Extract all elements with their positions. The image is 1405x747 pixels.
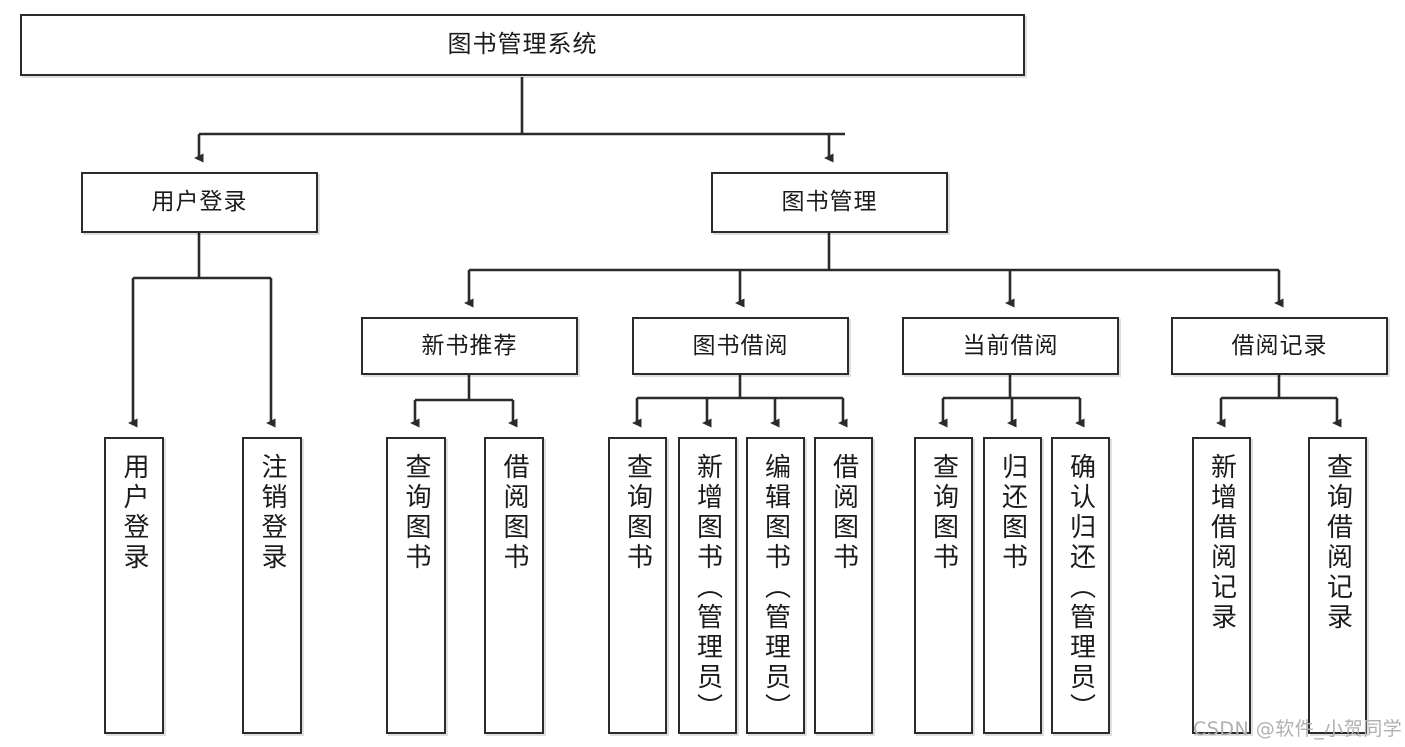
node-label: 新增借阅记录 (1206, 453, 1237, 633)
node-leaf-query-book-2[interactable]: 查询图书 (608, 437, 667, 734)
node-label: 新书推荐 (421, 332, 518, 359)
node-label: 新增图书（管理员） (692, 453, 723, 723)
node-label: 查询图书 (928, 453, 959, 573)
node-current-borrow[interactable]: 当前借阅 (902, 317, 1119, 375)
node-label: 确认归还（管理员） (1065, 453, 1096, 723)
node-leaf-logout[interactable]: 注销登录 (242, 437, 302, 734)
node-leaf-borrow-book-2[interactable]: 借阅图书 (814, 437, 873, 734)
node-label: 图书管理 (781, 189, 878, 216)
node-label: 借阅图书 (828, 453, 859, 573)
node-leaf-borrow-book-1[interactable]: 借阅图书 (484, 437, 544, 734)
node-leaf-return-book[interactable]: 归还图书 (983, 437, 1042, 734)
node-label: 用户登录 (119, 453, 149, 573)
node-label: 编辑图书（管理员） (760, 453, 791, 723)
node-leaf-query-book-1[interactable]: 查询图书 (386, 437, 446, 734)
node-label: 注销登录 (257, 453, 287, 573)
node-label: 当前借阅 (962, 332, 1059, 359)
node-leaf-edit-book[interactable]: 编辑图书（管理员） (746, 437, 805, 734)
node-label: 查询图书 (401, 453, 431, 573)
node-root-book-management-system[interactable]: 图书管理系统 (20, 14, 1025, 76)
node-leaf-add-record[interactable]: 新增借阅记录 (1192, 437, 1251, 734)
node-label: 查询图书 (622, 453, 653, 573)
node-leaf-query-book-3[interactable]: 查询图书 (914, 437, 973, 734)
node-label: 查询借阅记录 (1322, 453, 1353, 633)
node-borrow-record[interactable]: 借阅记录 (1171, 317, 1388, 375)
node-leaf-add-book[interactable]: 新增图书（管理员） (678, 437, 737, 734)
node-label: 借阅记录 (1231, 332, 1328, 359)
node-leaf-query-record[interactable]: 查询借阅记录 (1308, 437, 1367, 734)
csdn-watermark: CSDN @软件_小贺同学 (1193, 718, 1403, 740)
node-book-manage[interactable]: 图书管理 (711, 172, 948, 233)
node-label: 用户登录 (151, 189, 248, 216)
node-leaf-user-login[interactable]: 用户登录 (104, 437, 164, 734)
node-label: 图书借阅 (692, 332, 789, 359)
node-leaf-confirm-return[interactable]: 确认归还（管理员） (1051, 437, 1110, 734)
node-book-borrow[interactable]: 图书借阅 (632, 317, 849, 375)
node-label: 借阅图书 (499, 453, 529, 573)
node-new-book-recommend[interactable]: 新书推荐 (361, 317, 578, 375)
node-user-login[interactable]: 用户登录 (81, 172, 318, 233)
node-label: 图书管理系统 (447, 30, 598, 59)
node-label: 归还图书 (997, 453, 1028, 573)
